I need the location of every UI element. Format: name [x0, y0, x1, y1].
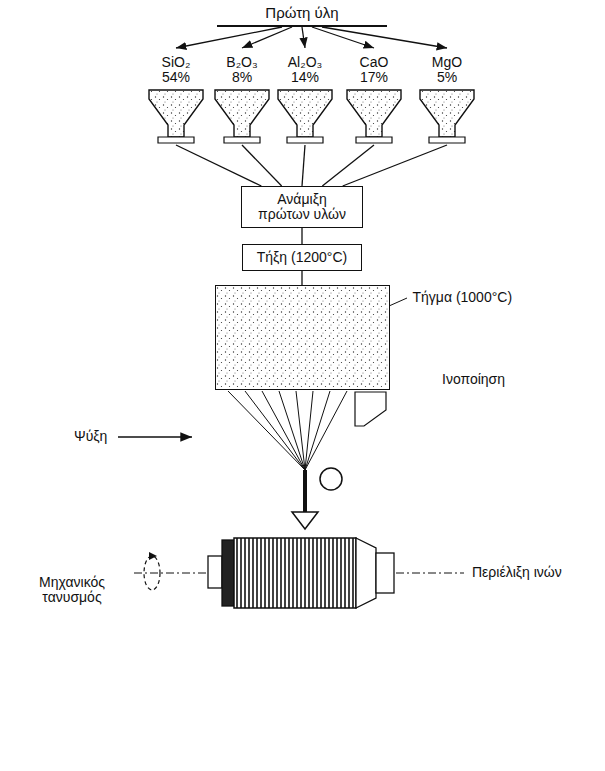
process-label: Ινοποίηση [440, 372, 507, 387]
process-label: Πρώτη ύλη [265, 4, 338, 21]
glass-fibres [228, 391, 347, 470]
connector [301, 228, 302, 244]
process-label: Μηχανικός τανυσμός [14, 575, 130, 605]
traverse-guide [292, 512, 318, 529]
material-hopper: CaO 17% [342, 48, 406, 145]
hopper-shape [146, 87, 206, 145]
material-label: B₂O₃ 8% [219, 55, 265, 85]
process-label: Ανάμιξη πρώτων υλών [254, 192, 350, 222]
material-hopper: SiO₂ 54% [144, 48, 208, 145]
melt-fill [216, 286, 388, 388]
rotation-arrowhead [149, 552, 157, 560]
connector [302, 27, 305, 48]
hopper-shape [275, 87, 335, 145]
connector [343, 145, 447, 186]
winding-drum [208, 538, 394, 608]
connector [322, 27, 447, 48]
connector [242, 27, 292, 48]
process-label: Περιέλιξη ινών [470, 565, 564, 580]
drum-axis [134, 573, 206, 574]
melt-tank: Τήγμα (1000°C) [215, 285, 390, 390]
material-hopper: B₂O₃ 8% [210, 48, 274, 145]
fibre-strand [303, 470, 307, 512]
cooling-arrow [118, 436, 192, 437]
connector [242, 145, 282, 186]
sizing-applicator [355, 392, 386, 426]
material-label: MgO 5% [424, 55, 470, 85]
material-hopper: MgO 5% [415, 48, 479, 145]
material-label: SiO₂ 54% [153, 55, 199, 85]
material-label: Al₂O₃ 14% [282, 55, 328, 85]
process-box: Ανάμιξη πρώτων υλών [241, 186, 363, 228]
melt-label: Τήγμα (1000°C) [411, 290, 515, 305]
hopper-shape [417, 87, 477, 145]
material-hopper: Al₂O₃ 14% [273, 48, 337, 145]
material-label: CaO 17% [351, 55, 397, 85]
hopper-shape [344, 87, 404, 145]
process-box: Τήξη (1200°C) [242, 244, 362, 271]
material-heading: Πρώτη ύλη [217, 4, 386, 27]
drum-axis [396, 573, 464, 574]
process-label: Ψύξη [72, 429, 109, 444]
rotation-mark [144, 556, 160, 590]
connector [301, 271, 302, 285]
process-label: Τήξη (1200°C) [255, 250, 349, 265]
guide-roller [320, 468, 342, 490]
connector [322, 145, 374, 186]
connector [302, 145, 305, 186]
hopper-shape [212, 87, 272, 145]
